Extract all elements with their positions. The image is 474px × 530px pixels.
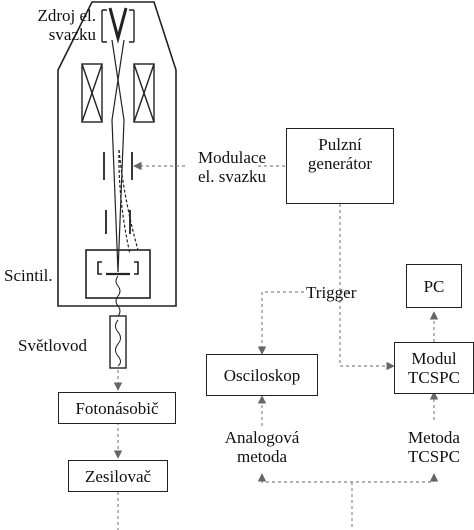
tcspc-method-label: Metoda TCSPC (392, 428, 474, 466)
oscilloscope-label: Osciloskop (223, 365, 301, 385)
modulation-label: Modulace el. svazku (176, 148, 266, 186)
electron-column (57, 1, 177, 307)
light-signal (115, 275, 121, 317)
source-label-line2: svazku (48, 25, 96, 44)
modulation-label-line1: Modulace (198, 148, 266, 167)
source-label: Zdroj el. svazku (4, 6, 96, 44)
tcspc-module-line2: TCSPC (408, 368, 460, 387)
tcspc-method-line1: Metoda (408, 428, 460, 447)
pulse-generator-line1: Pulzní (318, 135, 362, 154)
oscilloscope-box: Osciloskop (206, 354, 318, 396)
analog-method-line2: metoda (236, 447, 288, 466)
condenser-lens-right (133, 63, 155, 123)
scintillator-box (85, 249, 151, 299)
analog-method-line1: Analogová (224, 428, 300, 447)
deflection-plates (103, 152, 133, 234)
pc-label: PC (423, 276, 445, 296)
pulse-generator-line2: generátor (307, 154, 373, 173)
amplifier-box: Zesilovač (68, 460, 168, 492)
amplifier-label: Zesilovač (84, 466, 152, 486)
modulation-label-line2: el. svazku (198, 167, 266, 186)
connectors (113, 161, 439, 530)
condenser-lens-left (81, 63, 103, 123)
tcspc-module-box: Modul TCSPC (394, 342, 474, 394)
deflected-beam (118, 149, 139, 255)
source-label-line1: Zdroj el. (37, 6, 96, 25)
photomultiplier-box: Fotonásobič (58, 392, 176, 424)
electron-beam (111, 39, 125, 273)
photomultiplier-label: Fotonásobič (75, 398, 159, 418)
tcspc-module-line1: Modul (411, 349, 457, 368)
analog-method-label: Analogová metoda (206, 428, 318, 466)
tcspc-method-line2: TCSPC (408, 447, 460, 466)
lightguide-box (109, 315, 127, 369)
pc-box: PC (406, 264, 462, 308)
trigger-label: Trigger (306, 283, 357, 302)
lightguide-label: Světlovod (18, 336, 87, 355)
scintillator-label: Scintil. (4, 266, 53, 285)
pulse-generator-box: Pulzní generátor (286, 128, 394, 204)
electron-gun-icon (101, 7, 135, 44)
